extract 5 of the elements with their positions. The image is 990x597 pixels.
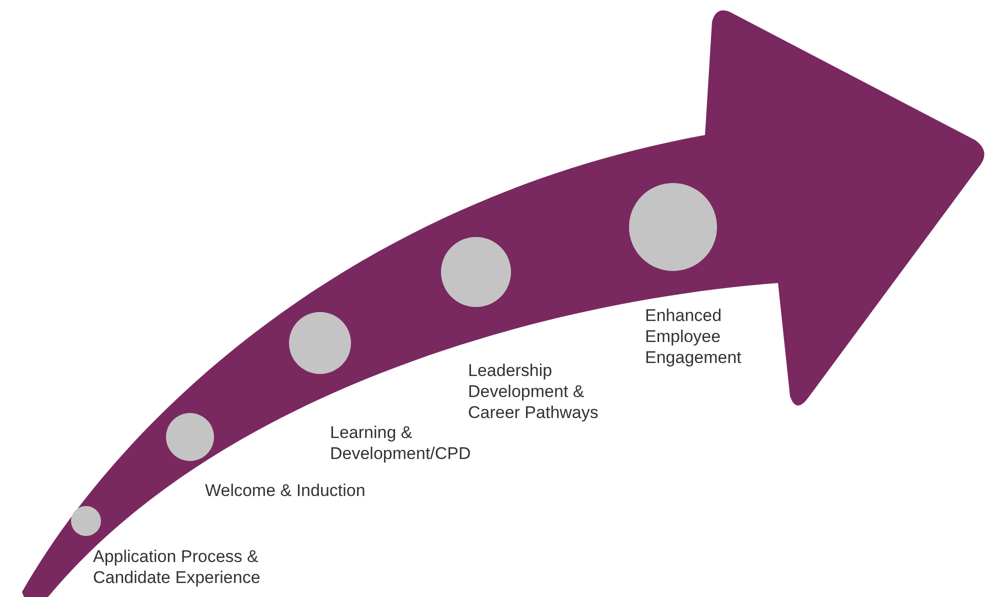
step-label: Application Process & Candidate Experience bbox=[93, 546, 262, 588]
step-label: Enhanced Employee Engagement bbox=[645, 305, 742, 368]
step-label: Learning & Development/CPD bbox=[330, 422, 472, 464]
step-label: Leadership Development & Career Pathways bbox=[468, 360, 600, 423]
step-label: Welcome & Induction bbox=[205, 480, 366, 501]
